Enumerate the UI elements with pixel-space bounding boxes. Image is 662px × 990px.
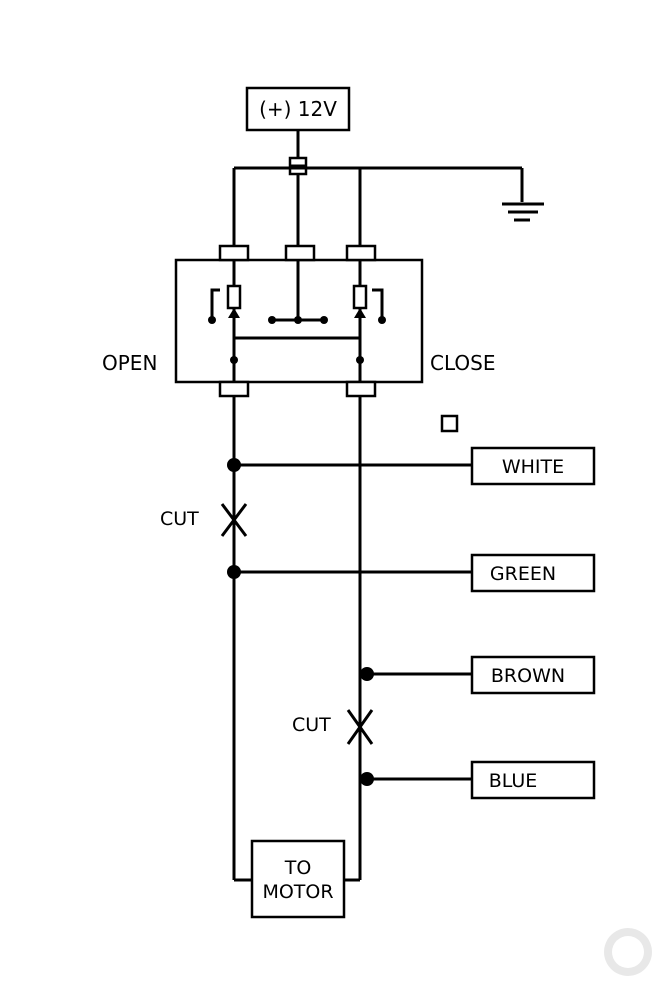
wire-label-white: WHITE xyxy=(502,456,564,478)
relay-coil-link xyxy=(268,260,328,324)
motor-label-line1: TO xyxy=(284,857,312,879)
power-12v-label: (+) 12V xyxy=(259,97,337,121)
motor-label-line2: MOTOR xyxy=(262,881,333,903)
small-square-marker xyxy=(440,414,459,433)
cut-label-open: CUT xyxy=(160,508,199,530)
relay-pin-bottom-left xyxy=(218,380,250,398)
relay-open-label: OPEN xyxy=(102,351,157,375)
ground-symbol xyxy=(502,202,544,222)
wire-label-box-green xyxy=(470,553,596,593)
wire-label-box-brown xyxy=(470,655,596,695)
relay-pin-top-center xyxy=(284,244,316,262)
cut-mark-open xyxy=(220,503,248,537)
relay-close-label: CLOSE xyxy=(430,351,495,375)
relay-pin-top-left xyxy=(218,244,250,262)
wire-label-blue: BLUE xyxy=(489,770,538,792)
cut-mark-close xyxy=(346,709,374,745)
cut-label-close: CUT xyxy=(292,714,331,736)
wire-label-brown: BROWN xyxy=(491,665,565,687)
wire-label-box-blue xyxy=(470,760,596,800)
watermark-seal xyxy=(604,928,652,976)
wire-label-green: GREEN xyxy=(490,563,556,585)
relay-pin-top-right xyxy=(345,244,377,262)
motor-box xyxy=(250,839,346,919)
relay-pin-bottom-right xyxy=(345,380,377,398)
wire-label-box-white xyxy=(470,446,596,486)
